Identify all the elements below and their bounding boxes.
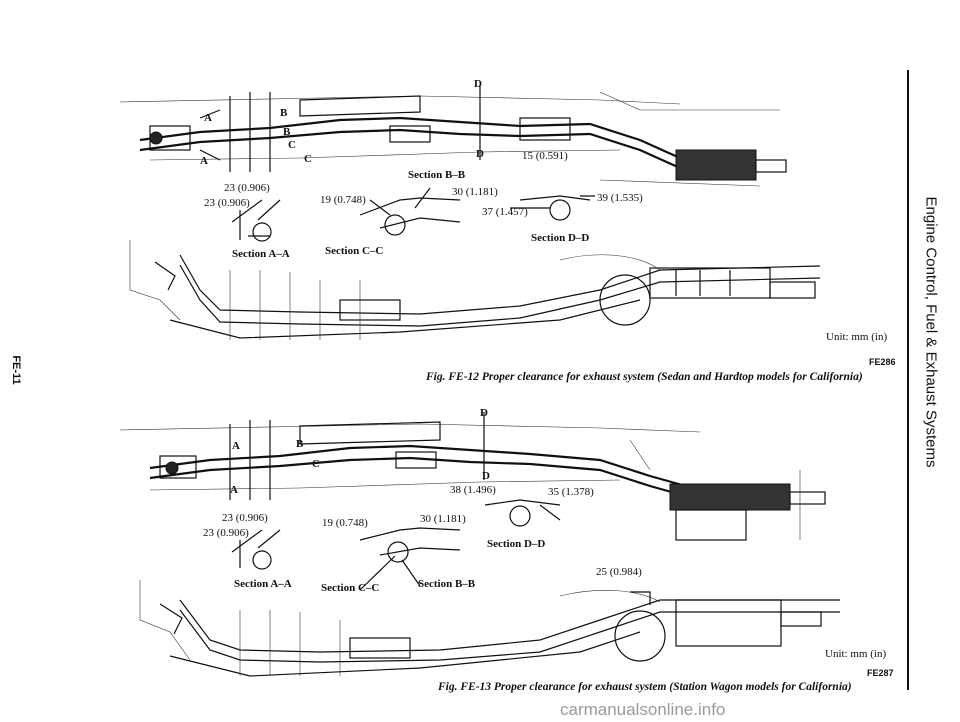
fig2-section-a-mark-top: A <box>232 440 240 452</box>
fig2-section-d-mark-bottom: D <box>482 470 490 482</box>
figure1-top-view <box>119 85 787 187</box>
section-title: Engine Control, Fuel & Exhaust Systems <box>922 196 940 468</box>
figure2-side-view <box>139 580 840 677</box>
fig1-section-b-mark-bottom: B <box>283 126 291 138</box>
fig2-dim-23b: 23 (0.906) <box>203 527 249 539</box>
fig1-section-c-mark-bottom: C <box>304 153 312 165</box>
fig1-code: FE286 <box>869 357 896 367</box>
fig2-section-a-mark-bottom: A <box>230 484 238 496</box>
fig2-section-bb-label: Section B–B <box>418 578 476 590</box>
fig1-section-b-mark-top: B <box>280 107 288 119</box>
fig2-dim-25: 25 (0.984) <box>596 566 642 578</box>
fig1-section-a-mark-top: A <box>204 112 212 124</box>
figure2-section-aa-sketch <box>231 529 281 570</box>
figure2-drawing <box>119 412 840 677</box>
fig2-section-cc-label: Section C–C <box>321 582 380 594</box>
figure1-drawing <box>119 85 821 340</box>
fig2-unit-note: Unit: mm (in) <box>825 648 887 660</box>
margin-rule <box>907 70 909 690</box>
fig2-dim-35: 35 (1.378) <box>548 486 594 498</box>
fig1-section-d-mark-bottom: D <box>476 148 484 160</box>
fig1-section-a-mark-bottom: A <box>200 155 208 167</box>
fig2-caption: Fig. FE-13 Proper clearance for exhaust … <box>438 681 852 693</box>
fig1-caption: Fig. FE-12 Proper clearance for exhaust … <box>426 371 863 383</box>
fig2-code: FE287 <box>867 668 894 678</box>
fig2-dim-19: 19 (0.748) <box>322 517 368 529</box>
figure1-section-dd-sketch <box>510 195 595 221</box>
fig1-section-c-mark-top: C <box>288 139 296 151</box>
fig1-dim-37: 37 (1.457) <box>482 206 528 218</box>
fig2-section-b-mark-top: B <box>296 438 304 450</box>
fig1-section-aa-label: Section A–A <box>232 248 290 260</box>
fig1-dim-23a: 23 (0.906) <box>224 182 270 194</box>
figure1-section-bc-sketch <box>359 187 461 236</box>
fig1-dim-39: 39 (1.535) <box>597 192 643 204</box>
fig1-unit-note: Unit: mm (in) <box>826 331 888 343</box>
fig2-dim-23a: 23 (0.906) <box>222 512 268 524</box>
fig1-section-dd-label: Section D–D <box>531 232 590 244</box>
fig1-dim-15: 15 (0.591) <box>522 150 568 162</box>
fig1-dim-23b: 23 (0.906) <box>204 197 250 209</box>
fig1-section-d-mark-top: D <box>474 78 482 90</box>
fig2-section-d-mark-top: D <box>480 407 488 419</box>
fig1-dim-19: 19 (0.748) <box>320 194 366 206</box>
fig1-dim-30: 30 (1.181) <box>452 186 498 198</box>
fig1-section-cc-label: Section C–C <box>325 245 384 257</box>
fig2-dim-38: 38 (1.496) <box>450 484 496 496</box>
fig2-section-aa-label: Section A–A <box>234 578 292 590</box>
figure2-top-view <box>119 412 826 541</box>
figure2-section-bc-sketch <box>359 527 461 591</box>
fig2-section-dd-label: Section D–D <box>487 538 546 550</box>
fig1-section-bb-label: Section B–B <box>408 169 466 181</box>
figure2-section-dd-sketch <box>484 499 561 527</box>
fig2-dim-30: 30 (1.181) <box>420 513 466 525</box>
figure1-side-view <box>129 240 821 340</box>
fig2-section-c-mark-top: C <box>312 458 320 470</box>
figure1-section-aa-sketch <box>231 199 281 242</box>
watermark: carmanualsonline.info <box>560 700 726 719</box>
